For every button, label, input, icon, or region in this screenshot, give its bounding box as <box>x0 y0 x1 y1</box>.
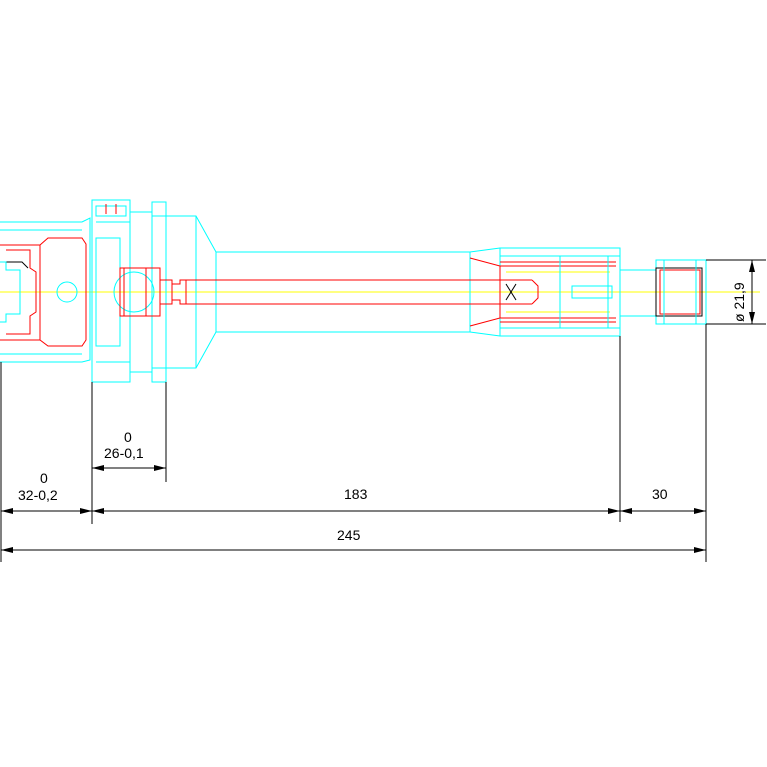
dimension-lines <box>0 259 766 562</box>
collar-tol-upper: 0 <box>124 429 132 445</box>
diameter-label: ø 21,9 <box>731 282 747 322</box>
chuck-head <box>469 247 621 337</box>
nose-nut <box>619 259 707 325</box>
shank-length-label: 183 <box>344 486 368 502</box>
flange-tol-label: 32-0,2 <box>18 487 58 503</box>
taper-shank <box>0 217 91 363</box>
collet-nut-internal <box>119 267 173 317</box>
flange-tol-upper: 0 <box>40 470 48 486</box>
nose-length-label: 30 <box>652 486 668 502</box>
flange <box>91 199 167 383</box>
collar-tol-label: 26-0,1 <box>104 445 144 461</box>
tool-body <box>166 215 501 369</box>
overall-length-label: 245 <box>337 527 361 543</box>
internal-bore <box>172 279 539 305</box>
